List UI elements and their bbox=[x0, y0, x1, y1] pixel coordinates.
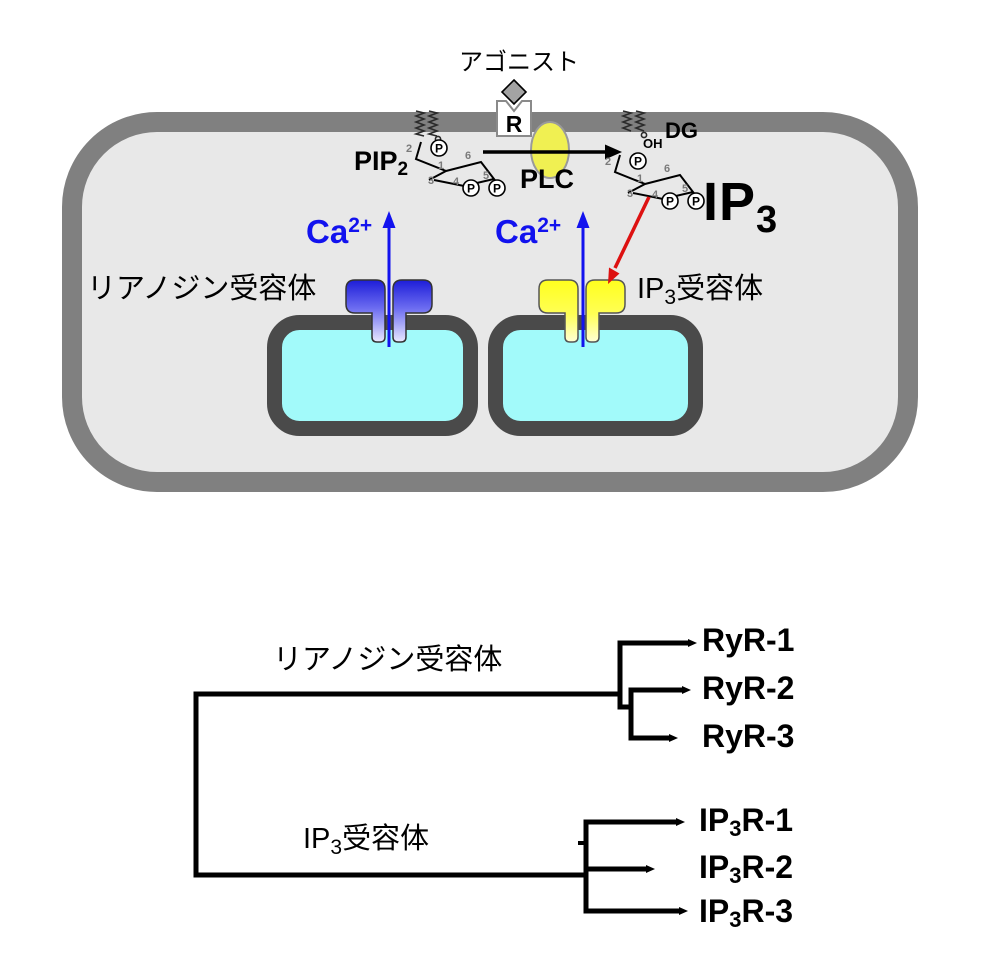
ryanodine-channel bbox=[345, 279, 433, 343]
svg-text:3: 3 bbox=[428, 175, 434, 187]
tree-group-ryr-label: リアノジン受容体 bbox=[273, 644, 503, 676]
svg-text:1: 1 bbox=[637, 173, 643, 185]
tree-branch-tips bbox=[646, 639, 697, 915]
calcium-arrow-left bbox=[382, 211, 396, 347]
pip2-subscript: 2 bbox=[397, 159, 409, 180]
svg-text:6: 6 bbox=[664, 163, 670, 175]
pip2-inositol-ring: 2 6 1 3 4 5 P P P bbox=[406, 139, 506, 197]
svg-text:P: P bbox=[435, 142, 443, 156]
group2-base: IP bbox=[303, 823, 331, 855]
svg-text:P: P bbox=[634, 155, 642, 169]
gpcr-receptor-shape bbox=[496, 100, 532, 137]
ip3r-rest: 受容体 bbox=[676, 273, 764, 305]
oh-label: OH bbox=[643, 136, 663, 151]
svg-text:6: 6 bbox=[465, 150, 471, 162]
receptor-r-letter: R bbox=[506, 111, 523, 137]
tree-group-ip3r-label: IP3受容体 bbox=[303, 824, 429, 859]
ca-base: Ca bbox=[306, 213, 349, 250]
dg-lipid-tails bbox=[620, 110, 648, 139]
ip3-product-label: IP3 bbox=[703, 174, 778, 241]
svg-text:P: P bbox=[666, 195, 674, 209]
ca-base: Ca bbox=[495, 213, 538, 250]
ip3-signal-arrow bbox=[608, 196, 651, 284]
ip3-inositol-ring: 2 6 1 3 4 5 P P P bbox=[605, 152, 705, 210]
ip3r-base: IP bbox=[637, 273, 665, 305]
tree-leaf-ryr2: RyR-2 bbox=[702, 670, 795, 706]
phylogenetic-tree bbox=[193, 640, 688, 914]
calcium-label-left: Ca2+ bbox=[306, 213, 373, 250]
plc-label: PLC bbox=[520, 164, 574, 194]
ip3-subscript: 3 bbox=[756, 199, 779, 241]
ip3-base: IP bbox=[703, 172, 757, 232]
tree-leaf-ip3r2: IP3R-2 bbox=[699, 849, 794, 888]
ip3r-subscript: 3 bbox=[664, 286, 677, 309]
phosphate-groups: P P P bbox=[430, 139, 506, 197]
ip3-receptor-label: IP3受容体 bbox=[637, 274, 763, 309]
dg-label: DG bbox=[665, 118, 698, 143]
svg-text:2: 2 bbox=[406, 143, 412, 155]
phosphate-groups: P P P bbox=[629, 152, 705, 210]
svg-text:P: P bbox=[493, 182, 501, 196]
pip2-label: PIP2 bbox=[354, 147, 408, 180]
svg-text:5: 5 bbox=[682, 183, 688, 195]
svg-text:1: 1 bbox=[438, 160, 444, 172]
reaction-arrow bbox=[483, 144, 622, 160]
calcium-label-right: Ca2+ bbox=[495, 213, 562, 250]
ca-superscript: 2+ bbox=[537, 214, 562, 237]
group2-rest: 受容体 bbox=[342, 823, 430, 855]
svg-text:P: P bbox=[692, 195, 700, 209]
svg-text:4: 4 bbox=[453, 176, 460, 188]
svg-text:P: P bbox=[467, 182, 475, 196]
agonist-diamond-icon bbox=[500, 78, 528, 106]
calcium-arrow-right bbox=[576, 211, 590, 347]
ca-superscript: 2+ bbox=[348, 214, 373, 237]
tree-leaf-ryr1: RyR-1 bbox=[702, 622, 795, 658]
svg-text:3: 3 bbox=[627, 188, 633, 200]
ryanodine-receptor-label: リアノジン受容体 bbox=[87, 273, 317, 305]
group2-subscript: 3 bbox=[330, 836, 343, 859]
svg-text:4: 4 bbox=[652, 189, 659, 201]
tree-leaf-ryr3: RyR-3 bbox=[702, 718, 795, 754]
svg-text:2: 2 bbox=[605, 156, 611, 168]
tree-leaf-ip3r3: IP3R-3 bbox=[699, 893, 794, 932]
tree-leaf-ip3r1: IP3R-1 bbox=[699, 802, 794, 841]
svg-text:5: 5 bbox=[483, 170, 489, 182]
ip3-receptor-channel bbox=[538, 279, 626, 343]
plc-enzyme-ellipse bbox=[530, 121, 570, 179]
pip2-base: PIP bbox=[354, 146, 398, 176]
agonist-label: アゴニスト bbox=[459, 49, 579, 76]
